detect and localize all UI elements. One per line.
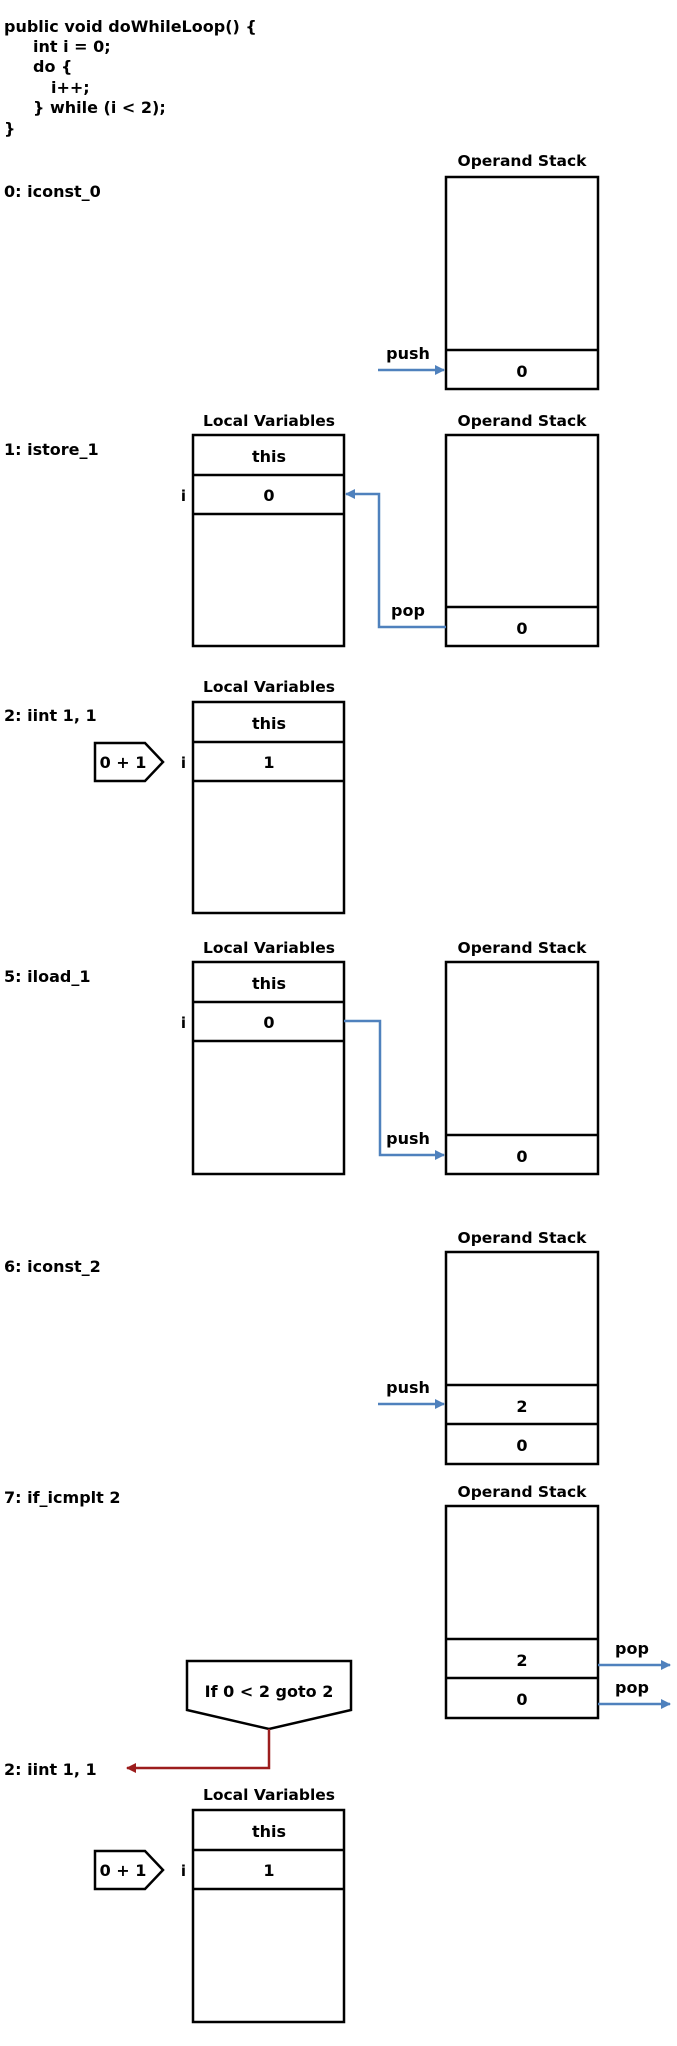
instruction-label: 6: iconst_2 bbox=[4, 1257, 101, 1276]
local-var-i-label: i bbox=[181, 1014, 186, 1032]
local-variables-header: Local Variables bbox=[203, 412, 335, 430]
step-1-istore-1: 1: istore_1 Local Variables this 0 i Ope… bbox=[4, 412, 600, 648]
step-2-iint-repeat: 2: iint 1, 1 Local Variables this 1 i 0 … bbox=[4, 1760, 346, 2024]
push-label: push bbox=[386, 1129, 430, 1148]
code-line-4: i++; bbox=[51, 78, 90, 97]
code-line-6: } bbox=[4, 119, 15, 138]
step-2-iint: 2: iint 1, 1 Local Variables this 1 i 0 … bbox=[4, 678, 346, 915]
local-variables-box bbox=[191, 1808, 346, 2024]
code-line-3: do { bbox=[33, 57, 72, 76]
pop-label: pop bbox=[391, 601, 425, 620]
stack-cell-value: 0 bbox=[516, 362, 527, 381]
local-variables-box bbox=[191, 960, 346, 1176]
local-variables-header: Local Variables bbox=[203, 1786, 335, 1804]
push-arrow bbox=[344, 1019, 445, 1160]
pop-arrow bbox=[345, 489, 446, 629]
branch-condition-callout bbox=[185, 1659, 353, 1731]
operand-stack-header: Operand Stack bbox=[458, 1483, 588, 1501]
step-5-iload-1: 5: iload_1 Local Variables this 0 i Oper… bbox=[4, 939, 600, 1176]
pop-label-top: pop bbox=[615, 1639, 649, 1658]
operand-stack-box bbox=[444, 1504, 600, 1720]
stack-cell-top: 2 bbox=[516, 1397, 527, 1416]
local-variables-header: Local Variables bbox=[203, 678, 335, 696]
operand-stack-box bbox=[444, 960, 600, 1176]
operand-stack-box bbox=[444, 1250, 600, 1466]
increment-expression: 0 + 1 bbox=[100, 1861, 147, 1880]
local-slot-this: this bbox=[252, 714, 286, 733]
code-line-1: public void doWhileLoop() { bbox=[4, 17, 257, 36]
local-variables-box bbox=[191, 433, 346, 648]
instruction-label: 1: istore_1 bbox=[4, 440, 99, 459]
code-line-5: } while (i < 2); bbox=[33, 98, 166, 117]
operand-stack-box bbox=[444, 433, 600, 648]
push-label: push bbox=[386, 344, 430, 363]
stack-cell-value: 0 bbox=[516, 1147, 527, 1166]
code-line-2: int i = 0; bbox=[33, 37, 111, 56]
increment-callout bbox=[93, 741, 165, 783]
stack-cell-value: 0 bbox=[516, 619, 527, 638]
local-slot-i-value: 0 bbox=[263, 486, 274, 505]
instruction-label: 0: iconst_0 bbox=[4, 182, 101, 201]
source-code: public void doWhileLoop() { int i = 0; d… bbox=[4, 17, 257, 138]
stack-cell-top: 2 bbox=[516, 1651, 527, 1670]
step-6-iconst-2: 6: iconst_2 Operand Stack 2 0 push bbox=[4, 1229, 600, 1466]
pop-label-bottom: pop bbox=[615, 1678, 649, 1697]
local-slot-i-value: 1 bbox=[263, 1861, 274, 1880]
operand-stack-header: Operand Stack bbox=[458, 152, 588, 170]
operand-stack-header: Operand Stack bbox=[458, 412, 588, 430]
branch-arrow bbox=[126, 1729, 271, 1773]
step-7-if-icmplt: 7: if_icmplt 2 Operand Stack 2 0 pop pop… bbox=[4, 1483, 671, 1773]
local-var-i-label: i bbox=[181, 1862, 186, 1880]
local-slot-this: this bbox=[252, 1822, 286, 1841]
local-slot-this: this bbox=[252, 974, 286, 993]
local-variables-header: Local Variables bbox=[203, 939, 335, 957]
operand-stack-header: Operand Stack bbox=[458, 1229, 588, 1247]
local-slot-i-value: 1 bbox=[263, 753, 274, 772]
stack-cell-bottom: 0 bbox=[516, 1436, 527, 1455]
local-var-i-label: i bbox=[181, 487, 186, 505]
operand-stack-box bbox=[444, 175, 600, 391]
instruction-label: 5: iload_1 bbox=[4, 967, 90, 986]
stack-cell-bottom: 0 bbox=[516, 1690, 527, 1709]
local-variables-box bbox=[191, 700, 346, 915]
push-label: push bbox=[386, 1378, 430, 1397]
increment-expression: 0 + 1 bbox=[100, 753, 147, 772]
instruction-label: 7: if_icmplt 2 bbox=[4, 1488, 120, 1507]
local-var-i-label: i bbox=[181, 754, 186, 772]
local-slot-i-value: 0 bbox=[263, 1013, 274, 1032]
local-slot-this: this bbox=[252, 447, 286, 466]
step-0-iconst-0: 0: iconst_0 Operand Stack 0 push bbox=[4, 152, 600, 391]
increment-callout bbox=[93, 1849, 165, 1891]
instruction-label: 2: iint 1, 1 bbox=[4, 1760, 97, 1779]
branch-condition-text: If 0 < 2 goto 2 bbox=[205, 1682, 334, 1701]
operand-stack-header: Operand Stack bbox=[458, 939, 588, 957]
instruction-label: 2: iint 1, 1 bbox=[4, 706, 97, 725]
